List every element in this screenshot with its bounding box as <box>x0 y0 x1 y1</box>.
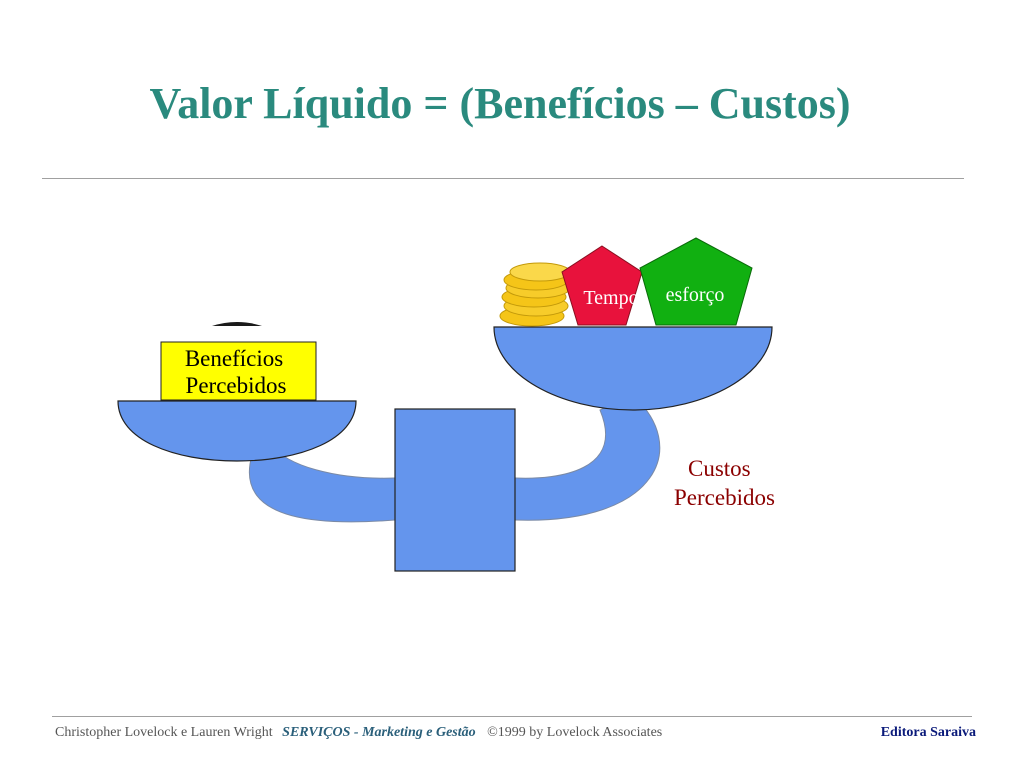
benefits-label-line2: Percebidos <box>186 373 287 398</box>
footer-publisher: Editora Saraiva <box>880 725 976 740</box>
time-pentagon <box>561 245 643 326</box>
footer-copyright: ©1999 by Lovelock Associates <box>487 725 663 740</box>
scale-arm <box>249 394 661 523</box>
footer-book-title: SERVIÇOS - Marketing e Gestão <box>282 725 476 740</box>
effort-label: esforço <box>666 284 725 306</box>
effort-pentagon <box>639 237 753 326</box>
costs-label-line2: Percebidos <box>674 485 775 510</box>
left-pan <box>117 400 357 462</box>
footer-divider <box>52 716 972 717</box>
scale-post <box>394 408 516 572</box>
footer-authors: Christopher Lovelock e Lauren Wright <box>55 725 273 740</box>
slide-title: Valor Líquido = (Benefícios – Custos) <box>149 79 851 128</box>
costs-label-line1: Custos <box>688 456 751 481</box>
benefits-label-line1: Benefícios <box>185 346 283 371</box>
title-divider <box>42 178 964 179</box>
time-label: Tempo <box>583 287 638 309</box>
left-pan-top <box>212 322 262 326</box>
right-pan <box>493 326 773 411</box>
footer: Christopher Lovelock e Lauren Wright SER… <box>55 725 662 741</box>
coin-stack-icon <box>499 262 571 327</box>
benefits-box <box>160 341 317 401</box>
